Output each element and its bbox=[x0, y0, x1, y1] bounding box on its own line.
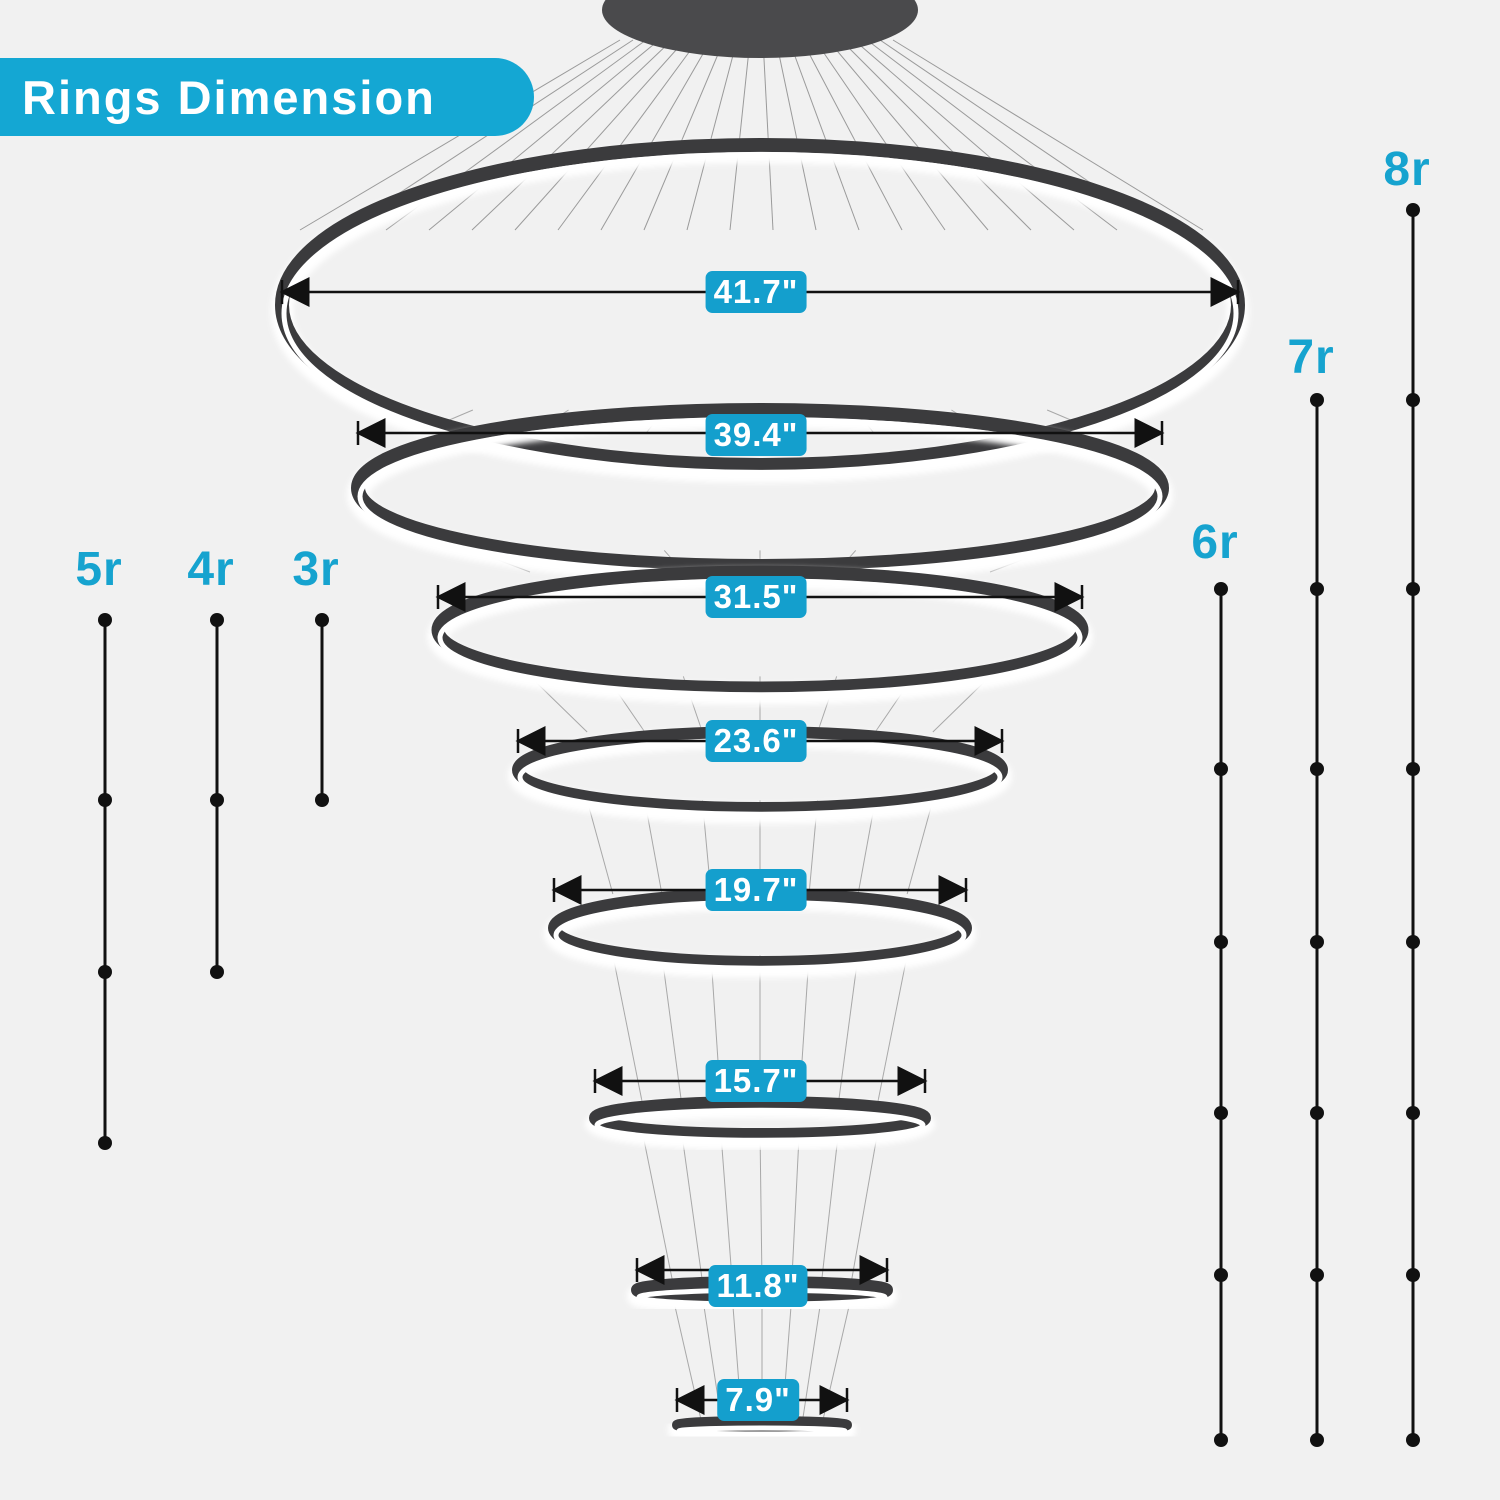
configuration-label: 6r bbox=[1191, 516, 1239, 569]
wire bbox=[892, 39, 1204, 231]
wire bbox=[686, 39, 738, 231]
wire bbox=[557, 39, 699, 231]
column-5r bbox=[98, 613, 112, 1150]
wire bbox=[801, 1296, 823, 1422]
diameter-label: 23.6" bbox=[705, 720, 807, 762]
wire bbox=[762, 39, 774, 231]
configuration-label: 3r bbox=[292, 543, 340, 596]
wire bbox=[801, 39, 903, 231]
column-dot bbox=[1214, 1268, 1228, 1282]
column-dot bbox=[1310, 1433, 1324, 1447]
column-6r bbox=[1214, 582, 1228, 1447]
column-4r bbox=[210, 613, 224, 979]
column-dot bbox=[1406, 1268, 1420, 1282]
wire bbox=[471, 39, 673, 231]
ring-led bbox=[594, 1107, 926, 1143]
column-dot bbox=[315, 613, 329, 627]
column-3r bbox=[315, 613, 329, 807]
column-dot bbox=[1214, 582, 1228, 596]
column-dot bbox=[210, 793, 224, 807]
wire bbox=[643, 39, 725, 231]
diameter-label: 39.4" bbox=[705, 414, 807, 456]
wire bbox=[759, 1130, 763, 1283]
ring-8 bbox=[668, 1416, 856, 1443]
column-dot bbox=[98, 965, 112, 979]
wire bbox=[821, 1130, 840, 1283]
ring-led bbox=[281, 151, 1239, 475]
wire bbox=[729, 39, 751, 231]
diameter-label: 15.7" bbox=[705, 1060, 807, 1102]
column-dot bbox=[1406, 1433, 1420, 1447]
wire bbox=[428, 39, 660, 231]
wire bbox=[775, 39, 817, 231]
wire bbox=[680, 1130, 703, 1283]
configuration-label: 5r bbox=[75, 543, 123, 596]
wire bbox=[791, 1130, 800, 1283]
diameter-label: 19.7" bbox=[705, 869, 807, 911]
column-dot bbox=[1406, 1106, 1420, 1120]
column-dot bbox=[1214, 1106, 1228, 1120]
column-dot bbox=[1310, 1106, 1324, 1120]
wire bbox=[827, 39, 989, 231]
column-dot bbox=[1406, 935, 1420, 949]
column-dot bbox=[98, 613, 112, 627]
column-dot bbox=[98, 1136, 112, 1150]
diameter-label: 11.8" bbox=[708, 1265, 808, 1307]
column-8r bbox=[1406, 203, 1420, 1447]
column-dot bbox=[1406, 582, 1420, 596]
configuration-label: 7r bbox=[1287, 331, 1335, 384]
column-dot bbox=[1406, 393, 1420, 407]
wire bbox=[788, 39, 860, 231]
column-dot bbox=[1310, 762, 1324, 776]
wire bbox=[720, 1130, 733, 1283]
rings bbox=[271, 138, 1249, 1443]
wire bbox=[814, 39, 946, 231]
column-dot bbox=[1310, 935, 1324, 949]
ring-band bbox=[589, 1096, 931, 1140]
column-dot bbox=[210, 613, 224, 627]
column-dot bbox=[210, 965, 224, 979]
wire bbox=[840, 39, 1032, 231]
suspension-wires bbox=[299, 39, 1204, 1422]
diameter-label: 31.5" bbox=[705, 576, 807, 618]
wire bbox=[850, 1130, 879, 1283]
diameter-label: 41.7" bbox=[705, 271, 807, 313]
column-dot bbox=[1310, 393, 1324, 407]
ring-band bbox=[431, 565, 1089, 695]
ring-6 bbox=[585, 1096, 935, 1150]
column-dot bbox=[1214, 1433, 1228, 1447]
wire bbox=[853, 39, 1075, 231]
ceiling-canopy bbox=[602, 0, 918, 58]
column-dot bbox=[98, 793, 112, 807]
title-banner: Rings Dimension bbox=[0, 58, 534, 136]
column-dot bbox=[1406, 762, 1420, 776]
column-dot bbox=[1214, 762, 1228, 776]
diameter-label: 7.9" bbox=[717, 1379, 799, 1421]
column-dot bbox=[315, 793, 329, 807]
configuration-label: 8r bbox=[1383, 143, 1431, 196]
column-dot bbox=[1310, 1268, 1324, 1282]
wire bbox=[514, 39, 686, 231]
wire bbox=[641, 1130, 674, 1283]
configuration-columns bbox=[98, 203, 1420, 1447]
ring-led bbox=[676, 1425, 848, 1437]
column-dot bbox=[1310, 582, 1324, 596]
title-text: Rings Dimension bbox=[22, 70, 436, 124]
configuration-label: 4r bbox=[187, 543, 235, 596]
column-dot bbox=[1406, 203, 1420, 217]
column-7r bbox=[1310, 393, 1324, 1447]
column-dot bbox=[1214, 935, 1228, 949]
wire bbox=[600, 39, 712, 231]
